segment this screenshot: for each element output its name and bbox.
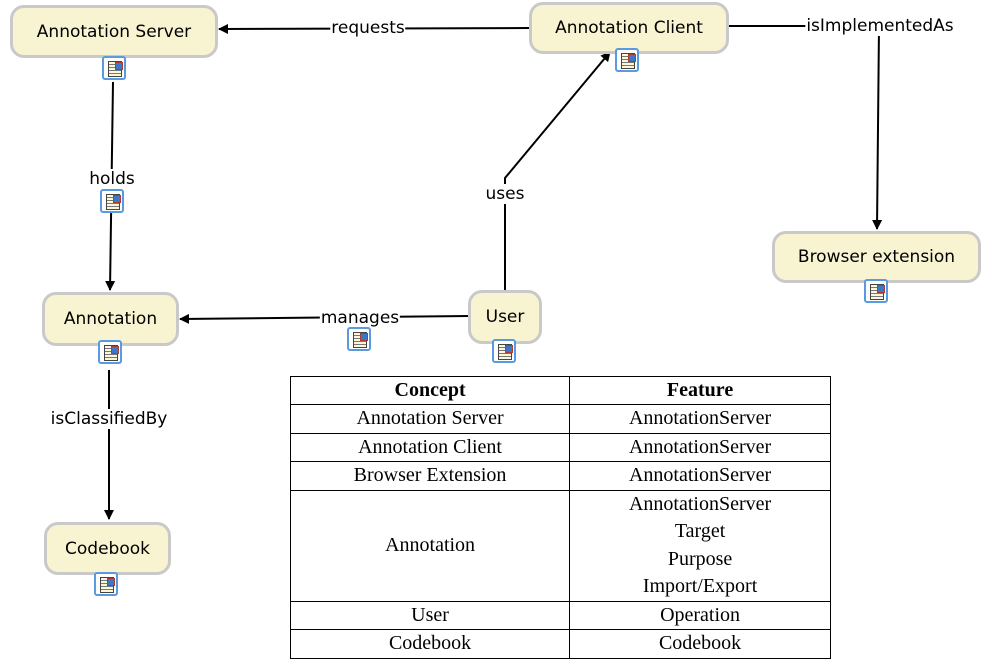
feature-item: Import/Export	[642, 575, 758, 597]
table-row: User Operation	[289, 600, 831, 630]
feature-item: AnnotationServer	[628, 492, 772, 515]
concept-cell: Annotation Client	[289, 432, 571, 462]
concept-cell: Browser Extension	[289, 461, 571, 491]
feature-cell: AnnotationServer	[569, 404, 831, 434]
feature-item: AnnotationServer	[628, 464, 772, 486]
concept-cell: Annotation	[289, 489, 571, 602]
node-annotation-server[interactable]: Annotation Server	[10, 5, 218, 58]
concept-feature-table: Concept Feature Annotation Server Annota…	[289, 376, 831, 659]
table-row: Annotation AnnotationServer Target Purpo…	[289, 489, 831, 602]
resource-icon[interactable]	[864, 279, 888, 303]
node-codebook[interactable]: Codebook	[44, 522, 171, 575]
node-label: User	[485, 307, 525, 327]
feature-cell: Codebook	[569, 629, 831, 659]
column-header-feature: Feature	[569, 376, 831, 405]
node-label: Annotation Server	[36, 21, 192, 42]
edge-is-implemented-as	[728, 25, 883, 230]
feature-item: Purpose	[667, 547, 733, 570]
node-browser-extension[interactable]: Browser extension	[772, 231, 981, 283]
feature-item: Target	[674, 520, 726, 542]
edge-label-uses: uses	[484, 184, 526, 204]
resource-icon[interactable]	[347, 327, 371, 351]
concept-cell: Codebook	[289, 629, 571, 659]
table-row: Codebook Codebook	[289, 629, 831, 659]
feature-cell: AnnotationServer	[569, 461, 831, 491]
node-label: Annotation Client	[555, 18, 703, 38]
table-row: Annotation Server AnnotationServer	[289, 404, 831, 434]
edge-label-holds: holds	[88, 169, 136, 189]
edge-label-manages: manages	[319, 308, 401, 328]
feature-item: Operation	[660, 603, 741, 626]
edge-uses	[504, 51, 611, 290]
concept-cell: Annotation Server	[289, 404, 571, 434]
feature-item: AnnotationServer	[628, 407, 772, 429]
resource-icon[interactable]	[102, 56, 126, 80]
concept-cell: User	[289, 600, 571, 630]
table-row: Annotation Client AnnotationServer	[289, 432, 831, 462]
edge-label-is-implemented-as: isImplementedAs	[805, 16, 955, 36]
table-header-row: Concept Feature	[289, 376, 831, 405]
feature-cell: Operation	[569, 600, 831, 630]
node-annotation[interactable]: Annotation	[42, 292, 179, 346]
node-label: Browser extension	[797, 247, 956, 267]
resource-icon[interactable]	[615, 48, 639, 72]
node-label: Annotation	[63, 309, 158, 329]
resource-icon[interactable]	[100, 189, 124, 213]
table-row: Browser Extension AnnotationServer	[289, 461, 831, 491]
edge-label-requests: requests	[330, 18, 406, 38]
resource-icon[interactable]	[492, 339, 516, 363]
feature-cell: AnnotationServer Target Purpose Import/E…	[569, 489, 831, 602]
column-header-concept: Concept	[289, 376, 571, 405]
node-user[interactable]: User	[468, 290, 542, 344]
resource-icon[interactable]	[94, 572, 118, 596]
resource-icon[interactable]	[98, 340, 122, 364]
node-annotation-client[interactable]: Annotation Client	[529, 2, 729, 54]
node-label: Codebook	[65, 538, 150, 559]
edge-label-is-classified-by: isClassifiedBy	[49, 409, 169, 429]
feature-cell: AnnotationServer	[569, 432, 831, 462]
feature-item: Codebook	[658, 632, 742, 654]
feature-item: AnnotationServer	[628, 435, 772, 458]
